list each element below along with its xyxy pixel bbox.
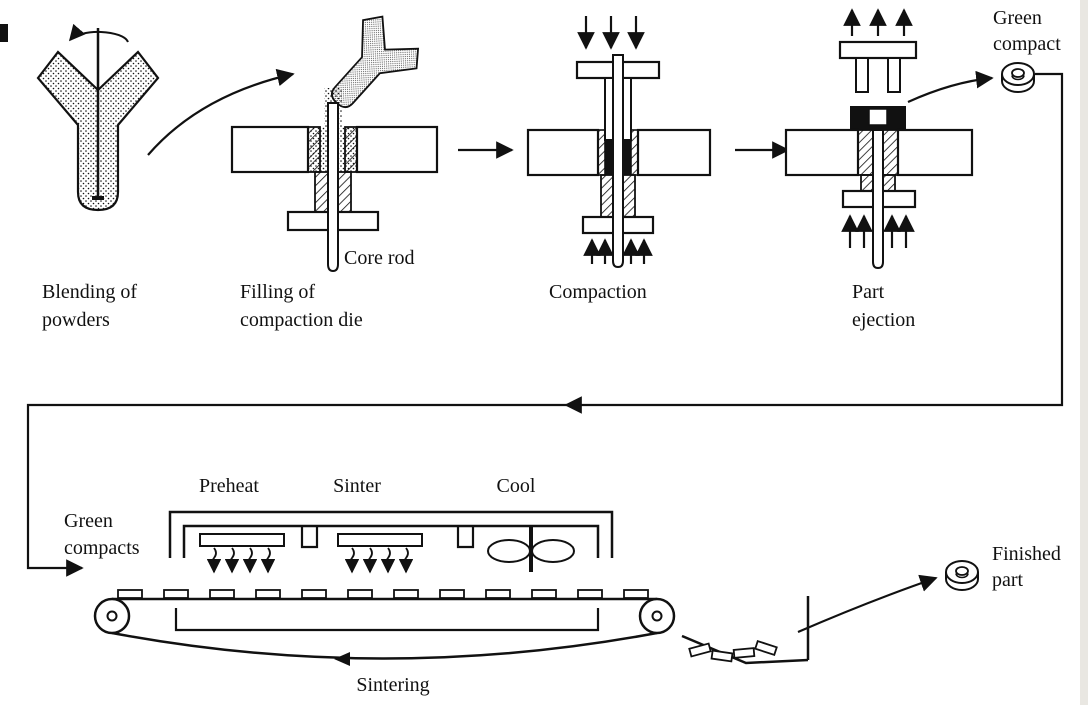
core-rod-label: Core rod [344, 247, 415, 269]
discharge-chute [681, 574, 938, 665]
sintering-label: Sintering [356, 674, 429, 696]
die-block-left [230, 125, 310, 174]
zone-label-preheat: Preheat [199, 475, 259, 497]
furnace-muffle [174, 608, 600, 632]
flow-connector-left [26, 403, 566, 577]
zone-label-sinter: Sinter [333, 475, 381, 497]
transfer-arrow-blend-to-fill [147, 68, 295, 156]
filling-label-line1: Filling of [240, 281, 315, 303]
finished-part-label-line1: Finished [992, 543, 1061, 565]
green-compact-label-line1: Green [993, 7, 1042, 29]
rotation-arrow [68, 23, 129, 43]
blender-vessel [36, 23, 160, 212]
filling-label-line2: compaction die [240, 309, 363, 331]
die-block-right [896, 128, 974, 177]
green-compacts-label-line2: compacts [64, 537, 140, 559]
die-block-right [355, 125, 439, 174]
arrow-to-finished-part [797, 574, 938, 634]
core-rod [327, 102, 339, 273]
die-block-left [784, 128, 860, 177]
finished-part-label-line2: part [992, 569, 1024, 591]
preheat-heater [199, 533, 285, 547]
arrow-to-green-compact [907, 70, 994, 104]
blending-label-line1: Blending of [42, 281, 137, 303]
compaction-press [526, 16, 712, 269]
filling-die [230, 102, 439, 273]
zone-divider [456, 526, 475, 549]
sintering-furnace [168, 510, 614, 574]
blending-label-line2: powders [42, 309, 110, 331]
core-rod [612, 54, 624, 269]
conveyor-belt [93, 589, 676, 666]
core-rod [872, 129, 884, 270]
zone-label-cool: Cool [497, 475, 536, 497]
sinter-heater [337, 533, 423, 547]
ejection-label-line2: ejection [852, 309, 915, 331]
green-compact-label-line2: compact [993, 33, 1061, 55]
upper-punch-flange [838, 40, 918, 60]
scan-artifact [0, 24, 8, 42]
cooling-fan [487, 526, 575, 572]
compact-tiles [117, 589, 649, 599]
compaction-label: Compaction [549, 281, 647, 303]
die-block-left [526, 128, 600, 177]
zone-divider [300, 526, 319, 549]
ejection-press [784, 8, 994, 270]
finished-part [945, 560, 979, 591]
flow-connector-right [564, 72, 1064, 414]
ejection-label-line1: Part [852, 281, 885, 303]
furnace-hood-outer [168, 510, 614, 558]
belt-return [111, 631, 658, 660]
green-compact-part [1001, 62, 1035, 93]
green-compacts-label-line1: Green [64, 510, 113, 532]
scan-edge [1080, 0, 1088, 705]
belt-direction-arrow [334, 652, 350, 666]
furnace-hood-inner [182, 524, 600, 558]
die-block-right [636, 128, 712, 177]
